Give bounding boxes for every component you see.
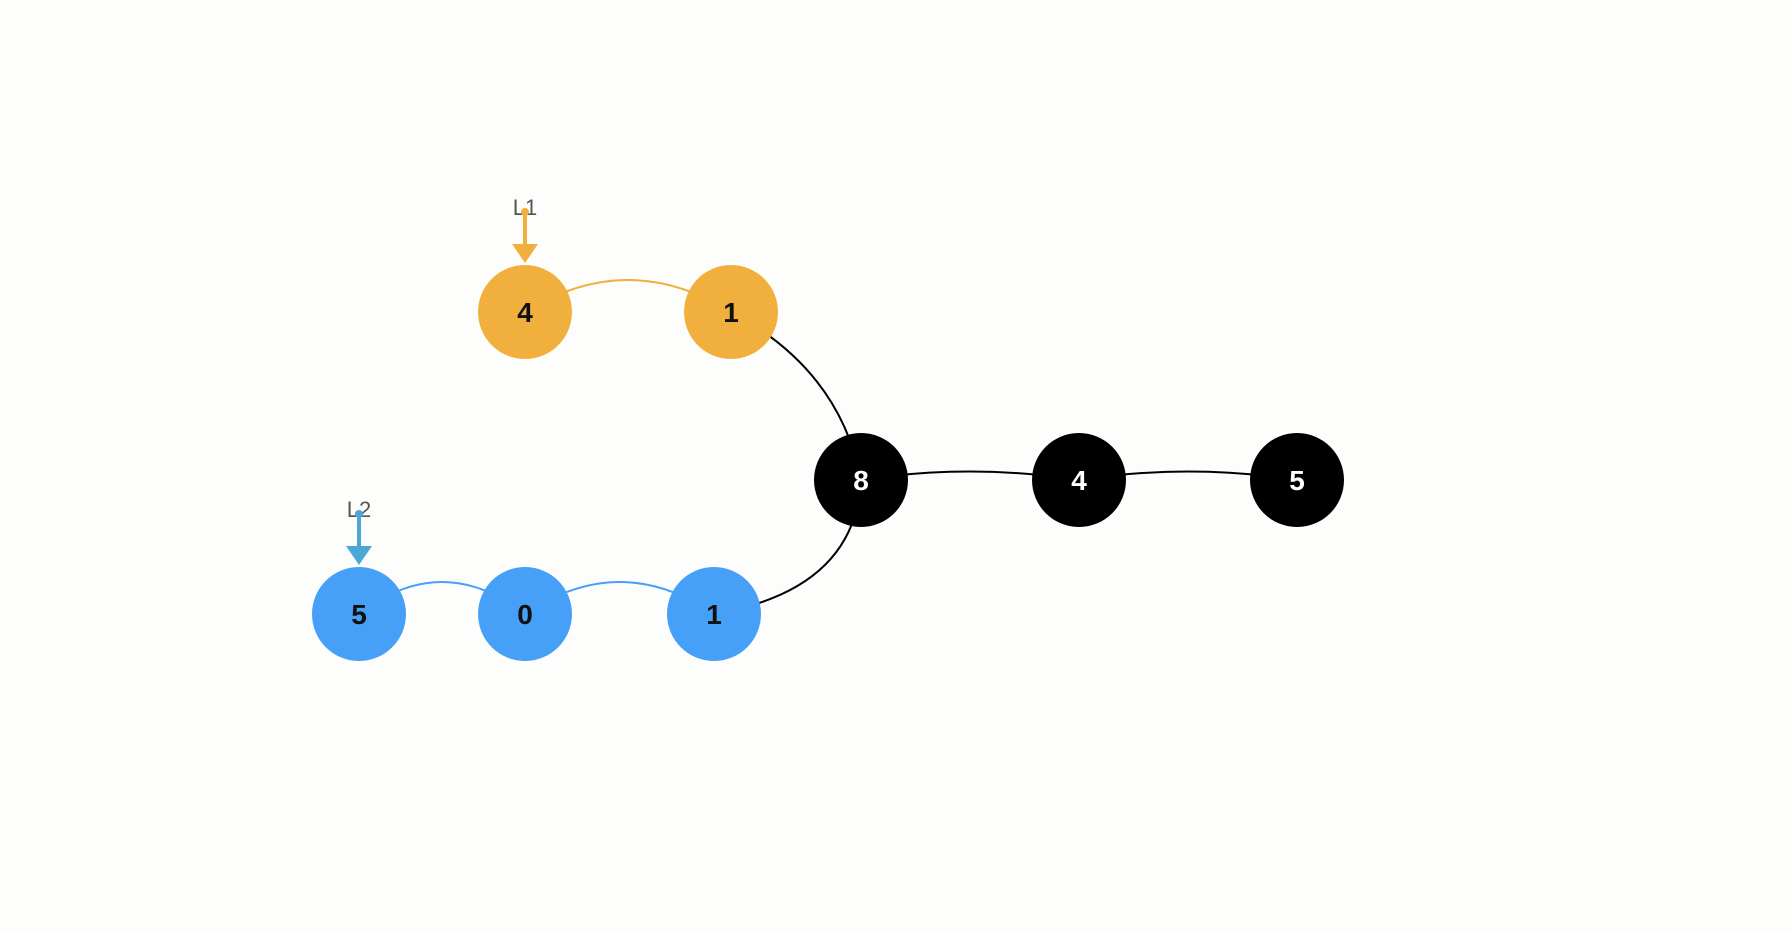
node-c1: 8	[814, 433, 908, 527]
node-a1: 4	[478, 265, 572, 359]
node-value-c1: 8	[853, 465, 869, 496]
node-value-b3: 1	[706, 599, 722, 630]
node-value-c2: 4	[1071, 465, 1087, 496]
pointer-l2: L2	[346, 497, 372, 565]
node-circle-a1	[478, 265, 572, 359]
node-value-b1: 5	[351, 599, 367, 630]
node-circle-b2	[478, 567, 572, 661]
pointer-arrow-head-l2	[346, 546, 372, 565]
pointer-arrow-tail-l1	[521, 208, 529, 216]
nodes-layer: 4 1 5 0 1 8 4 5	[312, 265, 1344, 661]
node-c3: 5	[1250, 433, 1344, 527]
node-value-b2: 0	[517, 599, 533, 630]
node-circle-c1	[814, 433, 908, 527]
node-b1: 5	[312, 567, 406, 661]
node-circle-c2	[1032, 433, 1126, 527]
pointer-arrow-tail-l2	[355, 510, 363, 518]
pointer-arrow-head-l1	[512, 244, 538, 263]
node-b2: 0	[478, 567, 572, 661]
node-circle-c3	[1250, 433, 1344, 527]
node-b3: 1	[667, 567, 761, 661]
pointer-l1: L1	[512, 195, 538, 263]
node-c2: 4	[1032, 433, 1126, 527]
node-a2: 1	[684, 265, 778, 359]
node-circle-a2	[684, 265, 778, 359]
node-value-c3: 5	[1289, 465, 1305, 496]
node-circle-b1	[312, 567, 406, 661]
node-value-a1: 4	[517, 297, 533, 328]
node-circle-b3	[667, 567, 761, 661]
node-value-a2: 1	[723, 297, 739, 328]
